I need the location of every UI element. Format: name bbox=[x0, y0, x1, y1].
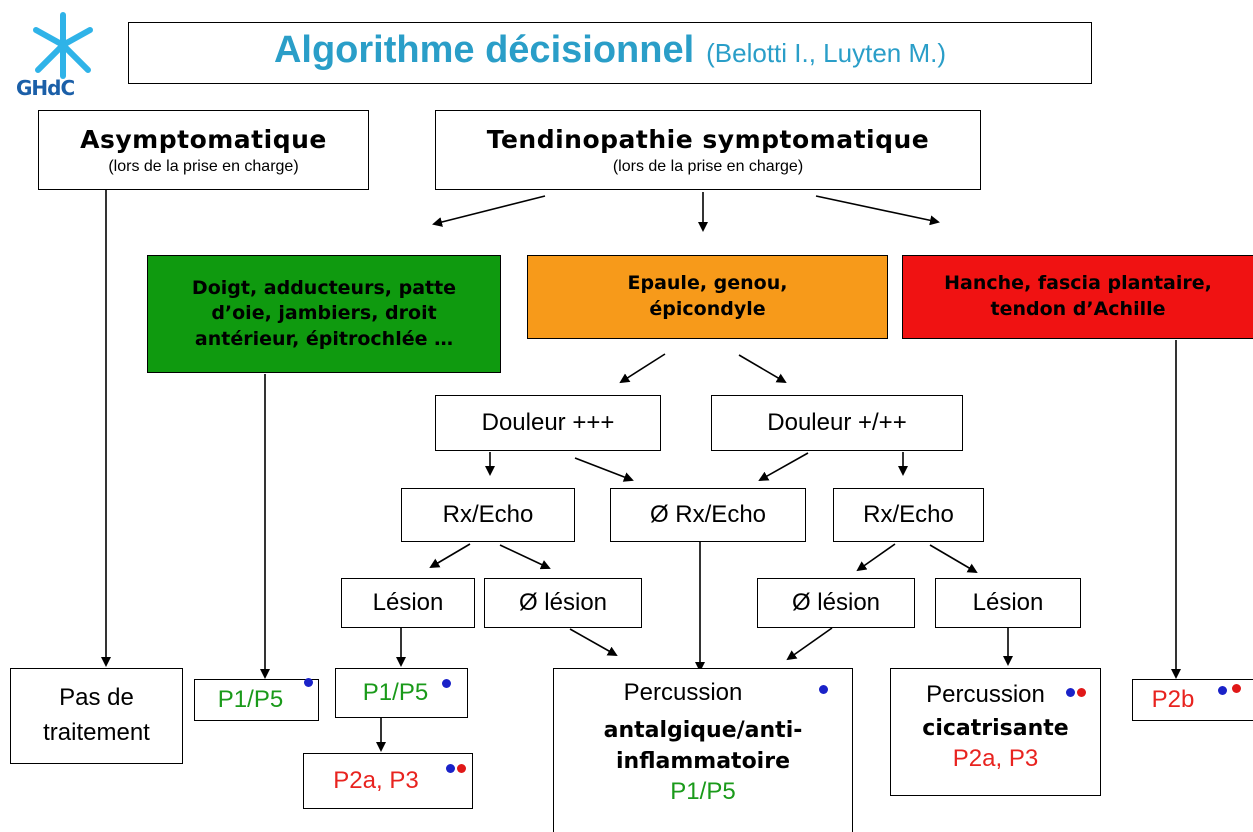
p2a-p3-left-label: P2a, P3 bbox=[333, 766, 419, 794]
blue-dot-icon bbox=[442, 679, 451, 688]
category-orange-line-2: épicondyle bbox=[649, 298, 766, 320]
percussion-cicatrisante-bold: cicatrisante bbox=[922, 715, 1069, 741]
star-icon bbox=[33, 12, 93, 79]
arrow-douleur-high-to-no-rx bbox=[574, 457, 634, 482]
category-green-line-3: antérieur, épitrochlée … bbox=[194, 327, 454, 350]
blue-dot-icon bbox=[304, 678, 313, 687]
red-dot-icon bbox=[457, 764, 466, 773]
no-rx-echo-label: Ø Rx/Echo bbox=[649, 500, 767, 528]
rx-echo-right-box: Rx/Echo bbox=[833, 488, 984, 542]
no-lesion-left-box: Ø lésion bbox=[484, 578, 642, 628]
arrow-orange-to-douleur-low bbox=[738, 354, 787, 384]
lesion-left-box: Lésion bbox=[341, 578, 475, 628]
no-treatment-line-1: Pas de bbox=[59, 684, 134, 712]
p1p5-outcome-b: P1/P5 bbox=[335, 668, 468, 718]
no-lesion-right-label: Ø lésion bbox=[791, 588, 881, 616]
arrow-no-lesion-left-to-percussion bbox=[569, 628, 618, 656]
p1p5-b-label: P1/P5 bbox=[362, 678, 429, 706]
category-red-line-1: Hanche, fascia plantaire, bbox=[944, 272, 1212, 295]
no-treatment-line-2: traitement bbox=[43, 719, 150, 746]
percussion-antalgique-bold-1: antalgique/anti- bbox=[603, 717, 803, 743]
rx-echo-left-box: Rx/Echo bbox=[401, 488, 575, 542]
logo-text: GHdC bbox=[16, 76, 75, 100]
category-red: Hanche, fascia plantaire, tendon d’Achil… bbox=[902, 255, 1253, 339]
lesion-right-box: Lésion bbox=[935, 578, 1081, 628]
douleur-high-box: Douleur +++ bbox=[435, 395, 661, 451]
blue-dot-icon bbox=[1066, 688, 1075, 697]
p2b-label: P2b bbox=[1151, 685, 1195, 713]
p1p5-a-label: P1/P5 bbox=[217, 685, 284, 713]
douleur-low-box: Douleur +/++ bbox=[711, 395, 963, 451]
douleur-low-label: Douleur +/++ bbox=[767, 408, 907, 436]
rx-echo-right-label: Rx/Echo bbox=[863, 500, 954, 528]
category-green-line-2: d’oie, jambiers, droit bbox=[211, 302, 437, 325]
p1p5-outcome-a: P1/P5 bbox=[194, 679, 319, 721]
arrow-rx-right-to-lesion bbox=[929, 544, 978, 574]
percussion-cicatrisante-box: Percussion cicatrisante P2a, P3 bbox=[890, 668, 1101, 796]
category-green-line-1: Doigt, adducteurs, patte bbox=[191, 276, 457, 299]
percussion-cicatrisante-code: P2a, P3 bbox=[952, 744, 1039, 772]
category-orange-line-1: Epaule, genou, bbox=[627, 272, 788, 295]
asymptomatique-box: Asymptomatique (lors de la prise en char… bbox=[38, 110, 369, 190]
douleur-high-label: Douleur +++ bbox=[481, 408, 615, 436]
symptomatique-box: Tendinopathie symptomatique (lors de la … bbox=[435, 110, 981, 190]
lesion-left-label: Lésion bbox=[372, 588, 444, 616]
no-lesion-right-box: Ø lésion bbox=[757, 578, 915, 628]
percussion-cicatrisante-title: Percussion bbox=[926, 681, 1045, 708]
symptomatique-title: Tendinopathie symptomatique bbox=[486, 124, 930, 154]
category-red-line-2: tendon d’Achille bbox=[990, 298, 1166, 320]
category-orange: Epaule, genou, épicondyle bbox=[527, 255, 888, 339]
arrow-rx-left-to-lesion bbox=[429, 543, 471, 569]
asymptomatique-title: Asymptomatique bbox=[80, 124, 327, 154]
arrow-sympto-to-red bbox=[815, 195, 940, 226]
red-dot-icon bbox=[1232, 684, 1241, 693]
arrow-sympto-to-green bbox=[432, 195, 546, 227]
arrow-no-lesion-right-to-percussion bbox=[786, 627, 833, 661]
asymptomatique-sub: (lors de la prise en charge) bbox=[108, 157, 299, 175]
percussion-antalgique-title: Percussion bbox=[623, 679, 743, 706]
title-authors: (Belotti I., Luyten M.) bbox=[706, 38, 947, 68]
title-main: Algorithme décisionnel bbox=[273, 29, 695, 71]
symptomatique-sub: (lors de la prise en charge) bbox=[612, 157, 804, 175]
arrow-rx-right-to-no-lesion bbox=[856, 543, 896, 572]
p2a-p3-left-box: P2a, P3 bbox=[303, 753, 473, 809]
no-treatment-box: Pas de traitement bbox=[10, 668, 183, 764]
ghdc-logo: GHdC bbox=[14, 10, 114, 110]
arrow-orange-to-douleur-high bbox=[619, 353, 666, 384]
no-lesion-left-label: Ø lésion bbox=[518, 588, 608, 616]
blue-dot-icon bbox=[1218, 686, 1227, 695]
arrow-douleur-low-to-no-rx bbox=[758, 452, 809, 481]
category-green: Doigt, adducteurs, patte d’oie, jambiers… bbox=[147, 255, 501, 373]
percussion-antalgique-bold-2: inflammatoire bbox=[616, 748, 790, 774]
arrow-rx-left-to-no-lesion bbox=[499, 544, 551, 570]
blue-dot-icon bbox=[819, 685, 828, 694]
percussion-antalgique-code: P1/P5 bbox=[670, 777, 736, 805]
blue-dot-icon bbox=[446, 764, 455, 773]
rx-echo-left-label: Rx/Echo bbox=[442, 500, 534, 528]
no-rx-echo-box: Ø Rx/Echo bbox=[610, 488, 806, 542]
percussion-antalgique-box: Percussion antalgique/anti- inflammatoir… bbox=[553, 668, 853, 832]
red-dot-icon bbox=[1077, 688, 1086, 697]
lesion-right-label: Lésion bbox=[972, 588, 1044, 616]
title-box: Algorithme décisionnel (Belotti I., Luyt… bbox=[128, 22, 1092, 84]
